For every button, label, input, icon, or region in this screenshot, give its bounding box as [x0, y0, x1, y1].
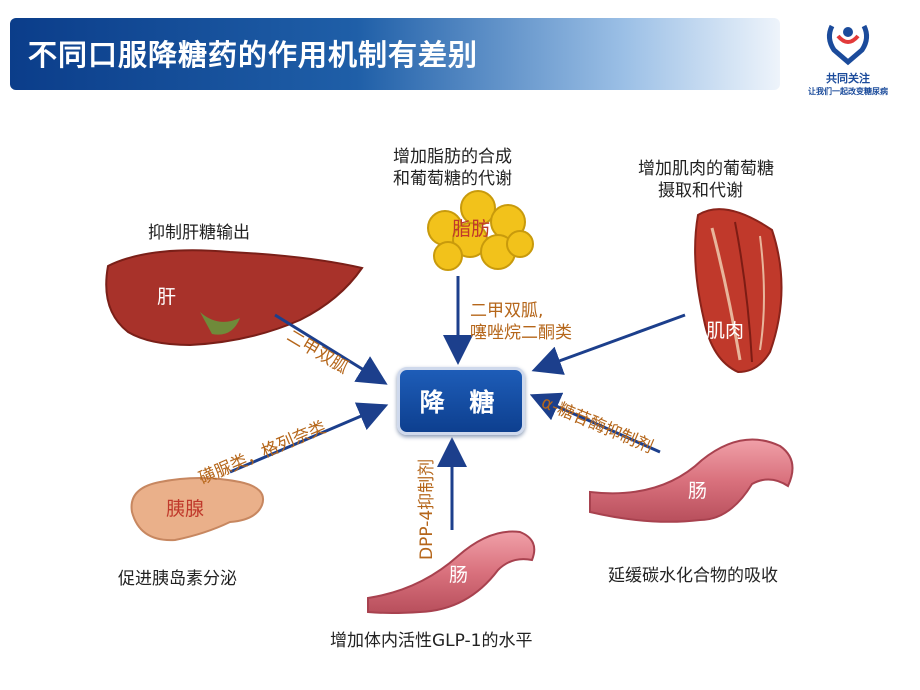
gut-bottom-label: 肠 — [449, 564, 469, 586]
logo-subtext: 让我们一起改变糖尿病 — [808, 87, 888, 96]
gut-right-effect: 延缓碳水化合物的吸收 — [608, 566, 778, 586]
muscle-effect-line1: 增加肌肉的葡萄糖 — [638, 159, 774, 179]
header-bar — [10, 18, 780, 90]
muscle-label: 肌肉 — [706, 320, 745, 342]
center-label: 降 糖 — [397, 367, 525, 435]
gut-bottom-drug: DPP-4抑制剂 — [417, 458, 437, 560]
logo: 共同关注 让我们一起改变糖尿病 — [788, 18, 908, 100]
fat-effect-line2: 和葡萄糖的代谢 — [393, 169, 512, 189]
fat-effect-line1: 增加脂肪的合成 — [393, 147, 512, 167]
fat-drug-line2: 噻唑烷二酮类 — [470, 323, 572, 343]
page-title: 不同口服降糖药的作用机制有差别 — [28, 38, 479, 72]
gut-bottom-effect: 增加体内活性GLP-1的水平 — [330, 631, 533, 651]
pancreas-illustration — [130, 477, 264, 542]
arrow-liver — [274, 313, 388, 385]
fat-label: 脂肪 — [452, 218, 491, 240]
muscle-effect-line2: 摄取和代谢 — [658, 181, 743, 201]
gut-right-label: 肠 — [688, 480, 708, 502]
gut-bottom-illustration — [367, 530, 536, 614]
arrow-gut-right — [529, 392, 661, 454]
liver-illustration — [105, 249, 364, 347]
heart-hands-icon — [826, 24, 870, 66]
pancreas-effect: 促进胰岛素分泌 — [118, 569, 237, 589]
pancreas-label: 胰腺 — [166, 498, 205, 520]
arrow-muscle — [531, 313, 686, 375]
fat-drug-line1: 二甲双胍, — [470, 301, 544, 321]
gut-right-illustration — [589, 438, 794, 523]
arrow-pancreas — [229, 402, 389, 474]
fat-illustration — [427, 190, 534, 271]
liver-label: 肝 — [157, 286, 177, 308]
muscle-illustration — [694, 208, 783, 374]
logo-text: 共同关注 — [826, 72, 870, 85]
liver-effect: 抑制肝糖输出 — [148, 223, 250, 243]
